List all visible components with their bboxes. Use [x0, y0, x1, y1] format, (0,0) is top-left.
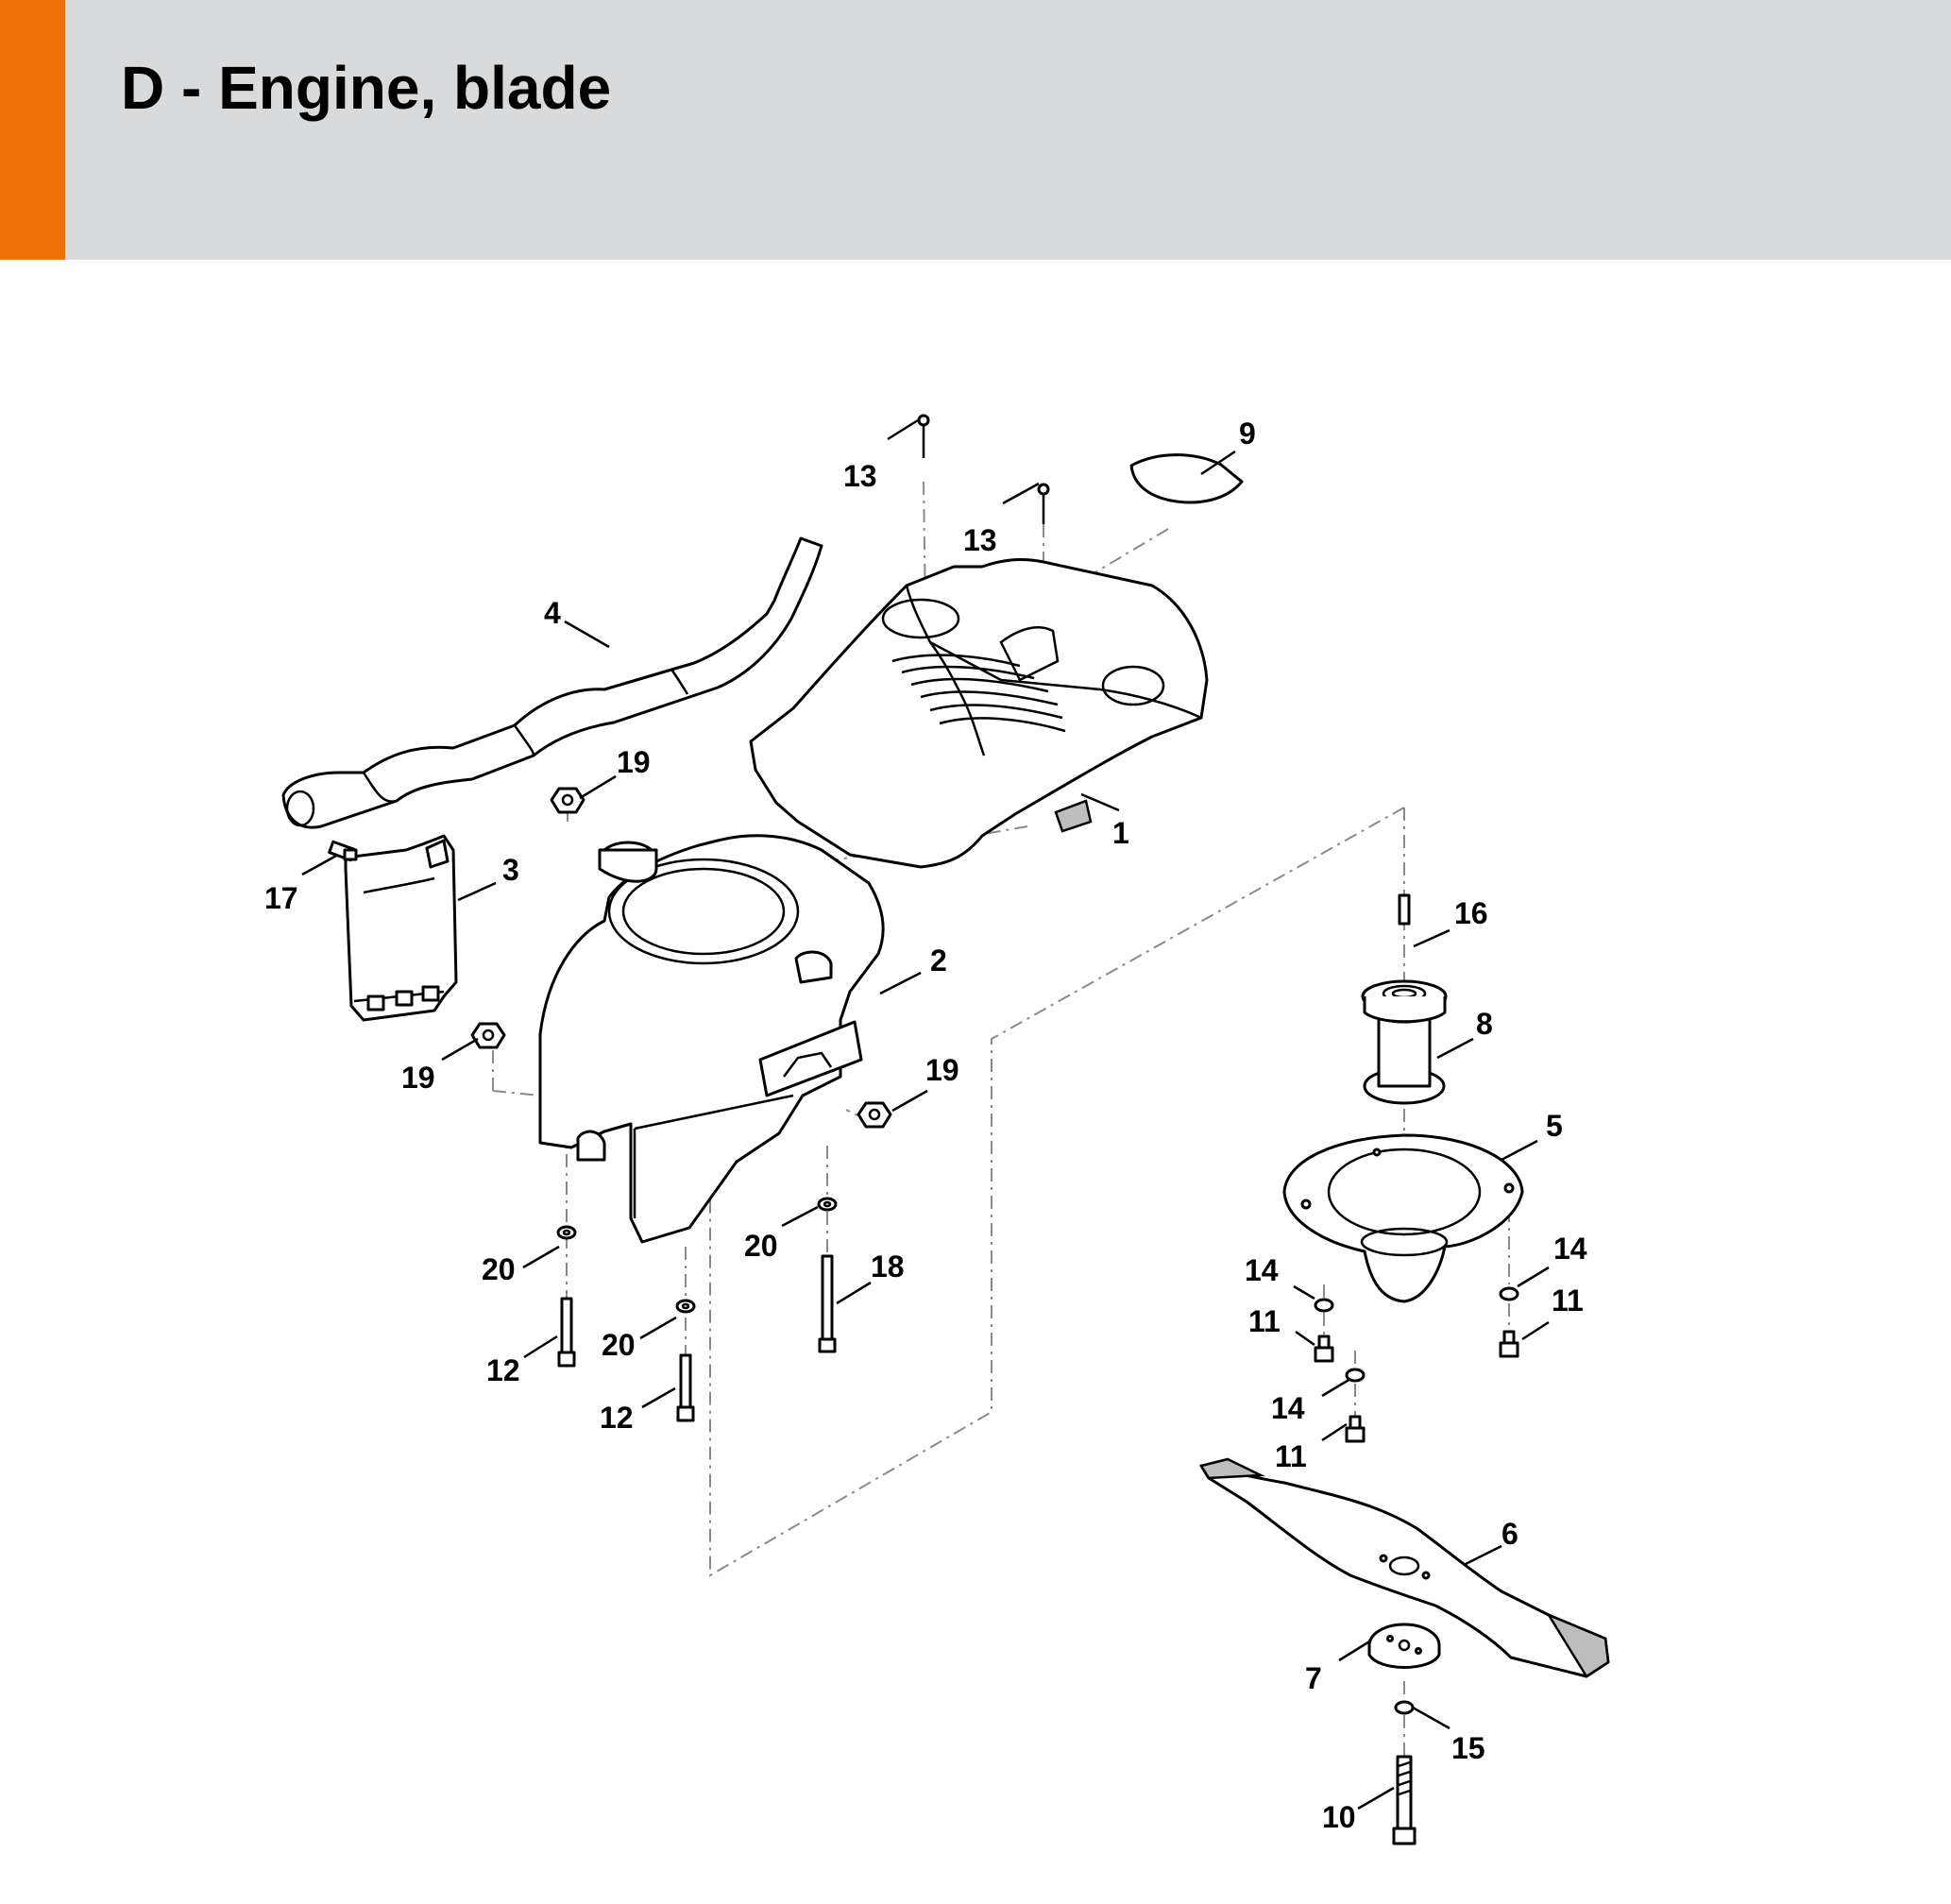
part-nut-19c: [857, 1101, 892, 1129]
callout-13a: 13: [843, 459, 877, 493]
part-washer-15: [1394, 1700, 1415, 1715]
callout-6: 6: [1501, 1517, 1518, 1551]
callout-5: 5: [1546, 1109, 1563, 1143]
callout-leader-lines: [301, 418, 1550, 1810]
part-washer-14b: [1345, 1368, 1366, 1383]
part-screw-13a: [917, 414, 930, 458]
callout-10: 10: [1322, 1800, 1356, 1834]
part-blade-bolt: [1392, 1755, 1417, 1845]
callout-11a: 11: [1248, 1304, 1281, 1338]
callout-20c: 20: [744, 1229, 778, 1263]
part-screw-17: [328, 840, 358, 862]
callout-7: 7: [1305, 1661, 1322, 1695]
part-engine-block: [538, 834, 885, 1244]
callout-9: 9: [1239, 416, 1256, 450]
part-mower-blade: [1199, 1457, 1610, 1678]
part-bolt-11c: [1499, 1330, 1519, 1358]
callout-2: 2: [930, 944, 947, 978]
callout-19a: 19: [617, 745, 651, 779]
callout-20a: 20: [482, 1252, 516, 1286]
part-key-pin: [1398, 893, 1411, 926]
callout-13b: 13: [963, 523, 997, 557]
part-blade-hub: [1361, 979, 1448, 1105]
part-screw-13b: [1037, 483, 1050, 524]
part-bolt-12b: [676, 1353, 695, 1422]
part-blade-carrier: [1282, 1133, 1524, 1303]
orange-accent-bar: [0, 0, 65, 260]
callout-14c: 14: [1553, 1232, 1587, 1266]
page-title: D - Engine, blade: [121, 54, 612, 122]
callout-19c: 19: [925, 1053, 959, 1087]
callout-17: 17: [264, 881, 298, 915]
callout-3: 3: [502, 853, 519, 887]
callout-11b: 11: [1275, 1439, 1307, 1473]
part-bolt-12a: [557, 1297, 576, 1368]
header-band: [0, 0, 1951, 260]
part-washer-20a: [556, 1225, 577, 1240]
part-cap-cover: [1129, 453, 1244, 504]
callout-15: 15: [1451, 1731, 1485, 1765]
callout-16: 16: [1454, 896, 1488, 930]
part-handle-tube: [281, 536, 823, 829]
part-air-filter-housing: [344, 834, 458, 1022]
callout-20b: 20: [602, 1328, 636, 1362]
part-washer-20b: [675, 1299, 696, 1314]
part-washer-14a: [1314, 1298, 1334, 1313]
cooling-grille-lines: [891, 654, 1066, 733]
callout-19b: 19: [401, 1061, 435, 1095]
callout-14a: 14: [1245, 1253, 1279, 1287]
callout-11c: 11: [1552, 1284, 1584, 1318]
callout-4: 4: [544, 596, 561, 630]
callout-1: 1: [1112, 816, 1129, 850]
part-bolt-11b: [1345, 1415, 1366, 1443]
callout-14b: 14: [1271, 1391, 1305, 1425]
part-nut-19a: [550, 787, 585, 814]
callout-12a: 12: [486, 1353, 520, 1387]
part-engine-cover: [749, 558, 1209, 869]
callout-8: 8: [1476, 1007, 1493, 1041]
callout-12b: 12: [600, 1401, 634, 1435]
part-bolt-11a: [1314, 1334, 1334, 1363]
part-washer-20c: [817, 1197, 838, 1212]
part-washer-14c: [1499, 1286, 1519, 1301]
callout-18: 18: [871, 1250, 905, 1284]
part-blade-disc: [1367, 1623, 1441, 1669]
part-nut-19b: [470, 1022, 506, 1049]
part-bolt-18: [818, 1254, 837, 1353]
callout-labels: 1 2 3 4 5 6 7 8 9 10 11 11 11 12 12 13 1…: [264, 416, 1587, 1834]
